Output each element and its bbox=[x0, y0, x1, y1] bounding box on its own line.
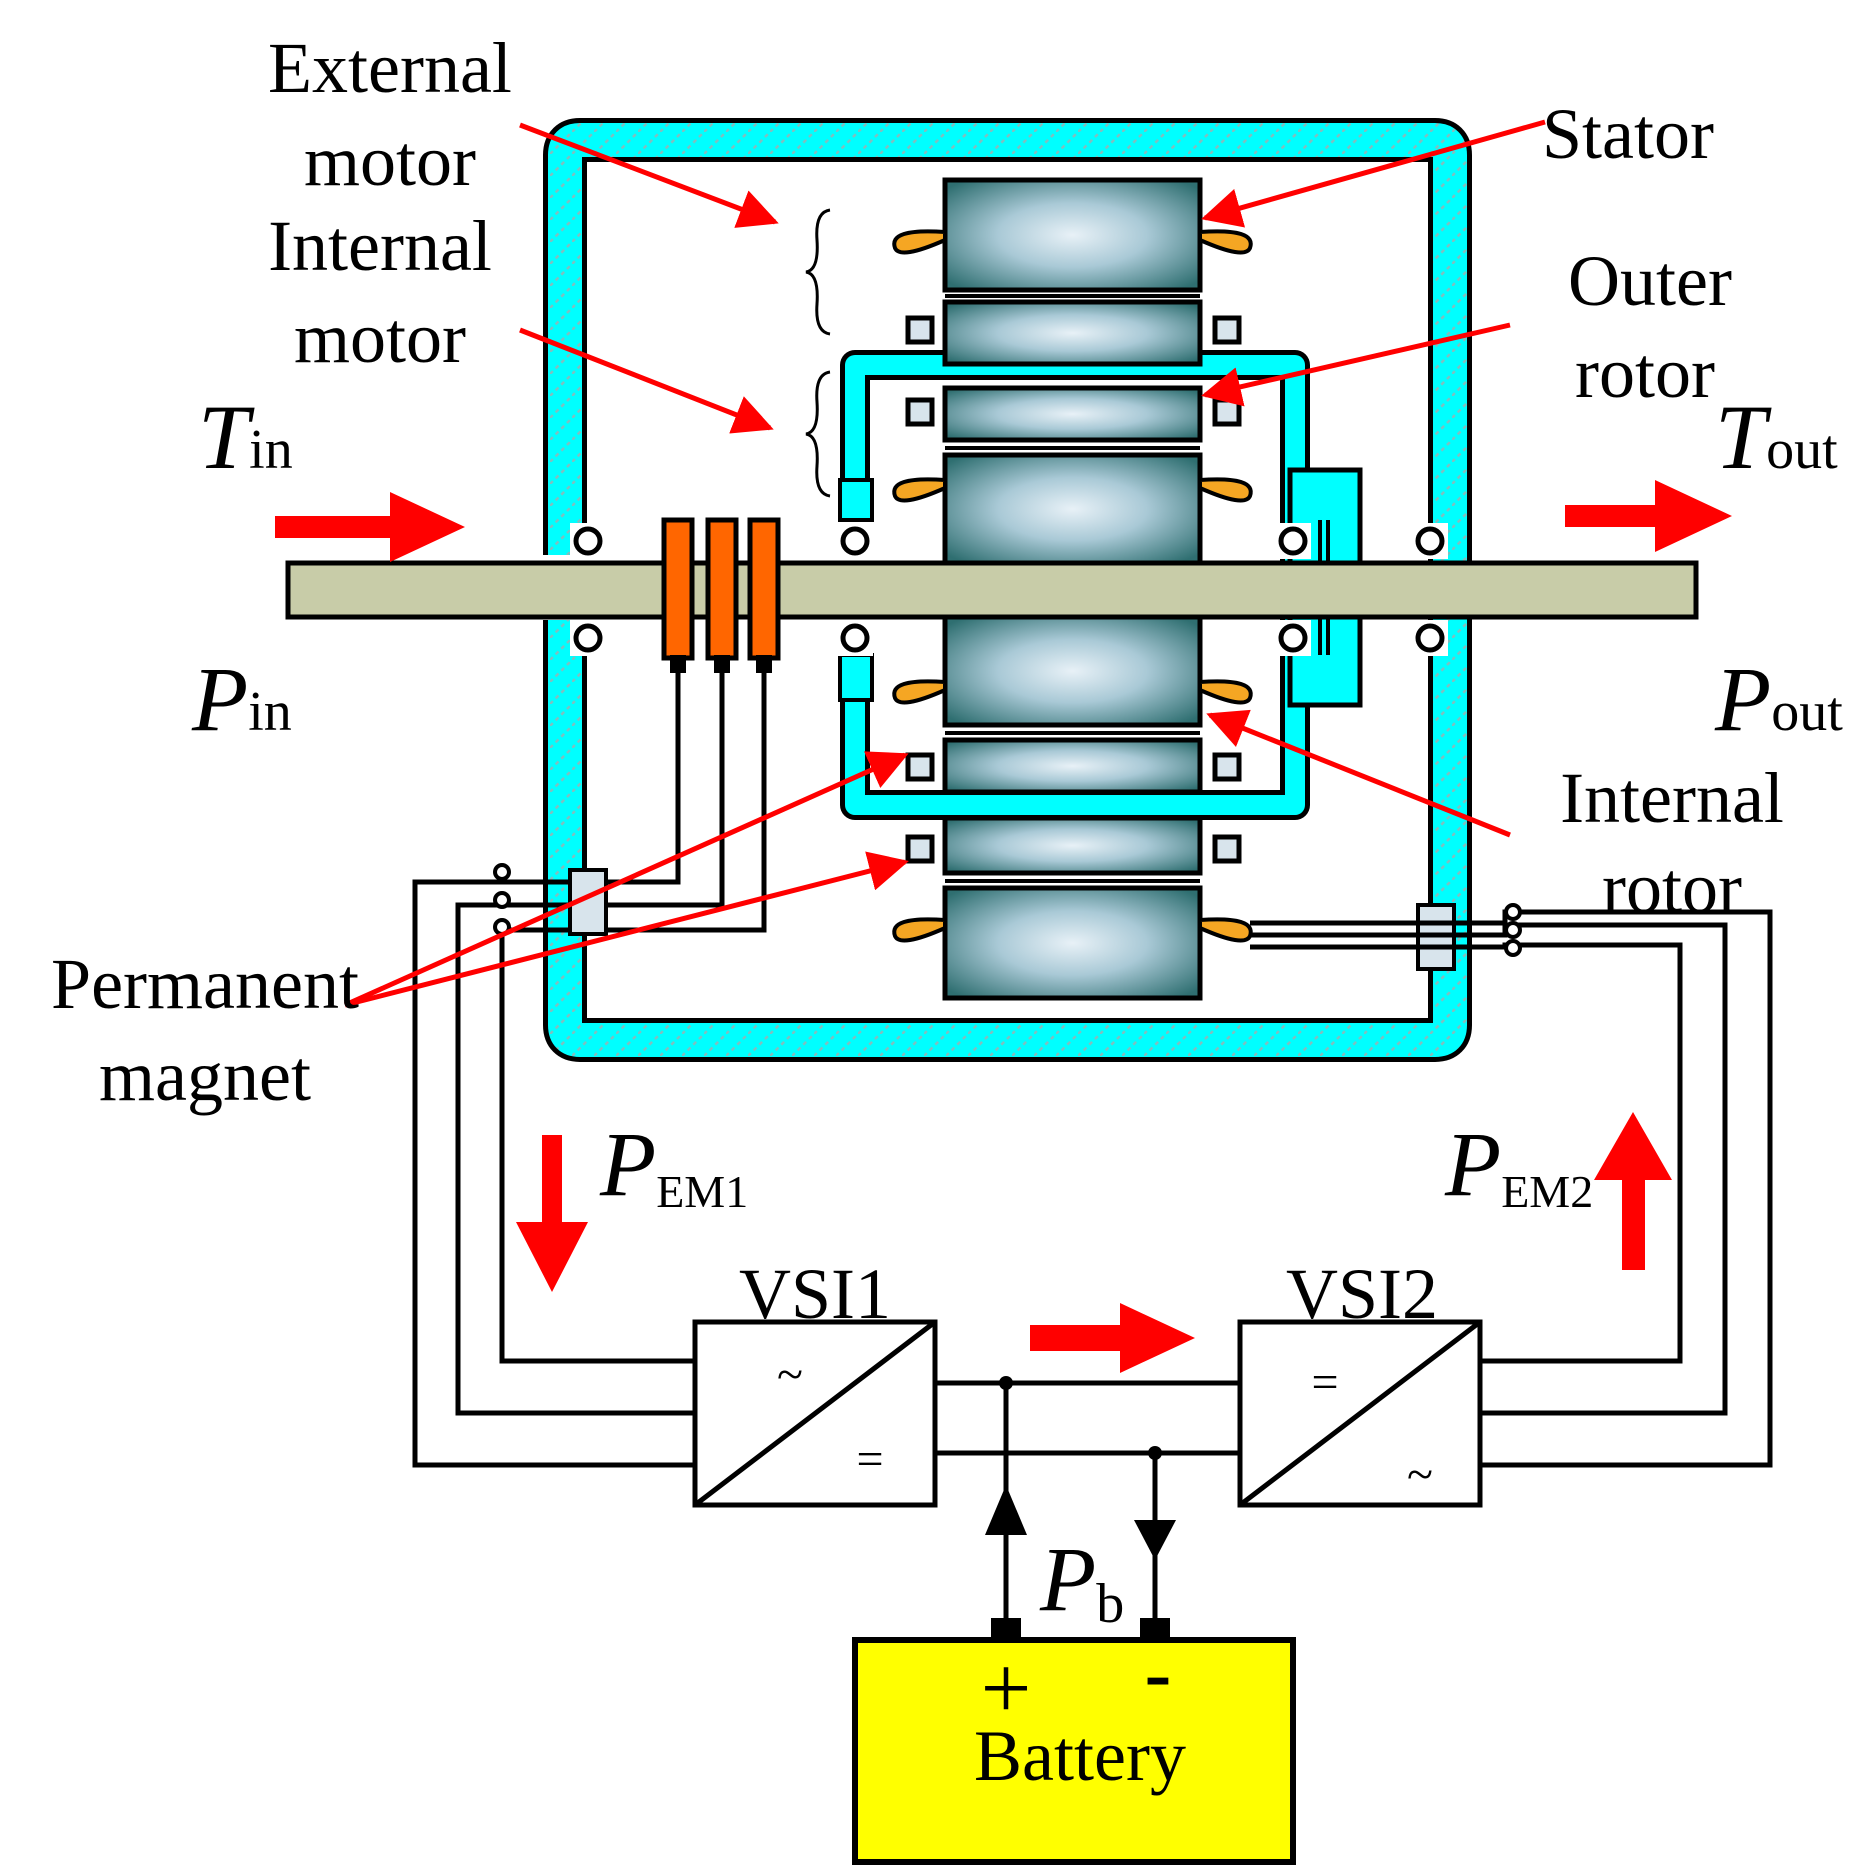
symbol-p-em2: PEM2 bbox=[1444, 1113, 1593, 1217]
stator-core-bottom bbox=[942, 885, 1203, 1001]
label-internal-motor: motor bbox=[294, 298, 466, 378]
label-internal-rotor-1: Internal bbox=[1560, 758, 1784, 838]
symbol-t-out: Tout bbox=[1715, 386, 1838, 488]
symbol-p-out: Pout bbox=[1714, 648, 1843, 750]
bearings bbox=[570, 523, 1448, 656]
battery-label: Battery bbox=[974, 1716, 1186, 1796]
braces bbox=[805, 208, 831, 498]
t-in-arrow bbox=[275, 492, 465, 562]
battery: + - Battery bbox=[852, 1630, 1296, 1865]
bearing bbox=[1275, 620, 1311, 656]
outer-rotor-core-top bbox=[942, 299, 1203, 367]
bearing bbox=[837, 620, 873, 656]
vsi2-converter: = ~ bbox=[1237, 1319, 1483, 1508]
label-permanent: Permanent bbox=[51, 944, 359, 1024]
slip-ring-brushes bbox=[661, 517, 781, 673]
winding-end bbox=[892, 917, 947, 943]
label-magnet: magnet bbox=[99, 1036, 311, 1116]
label-vsi2: VSI2 bbox=[1286, 1254, 1438, 1334]
shaft bbox=[285, 560, 1699, 620]
slip-ring bbox=[705, 517, 739, 661]
symbol-p-b: Pb bbox=[1039, 1528, 1124, 1635]
vsi1-dc-symbol: = bbox=[856, 1433, 883, 1486]
label-external: External bbox=[268, 28, 512, 108]
stator-core bbox=[942, 177, 1203, 293]
winding-end bbox=[1198, 477, 1253, 503]
symbol-p-in: Pin bbox=[191, 648, 292, 750]
slip-ring bbox=[661, 517, 695, 661]
label-internal: Internal bbox=[268, 206, 492, 286]
internal-rotor-core-top bbox=[942, 452, 1203, 566]
p-em1-arrow bbox=[516, 1135, 588, 1292]
outer-rotor-core-bottom bbox=[942, 815, 1203, 876]
battery-plus: + bbox=[981, 1639, 1032, 1738]
battery-minus: - bbox=[1145, 1630, 1172, 1718]
wiring bbox=[412, 673, 1773, 1640]
bearing bbox=[837, 523, 873, 559]
label-outer: Outer bbox=[1568, 241, 1732, 321]
winding-end bbox=[1198, 679, 1253, 705]
leader-arrows bbox=[343, 119, 1546, 1008]
label-internal-rotor-2: rotor bbox=[1602, 848, 1742, 928]
symbol-p-em1: PEM1 bbox=[599, 1113, 748, 1217]
slip-ring bbox=[747, 517, 781, 661]
bearing bbox=[570, 620, 606, 656]
bearing bbox=[1412, 620, 1448, 656]
vsi2-dc-symbol: = bbox=[1311, 1356, 1338, 1409]
outer-rotor-inner-core-bottom bbox=[942, 737, 1203, 795]
bearing bbox=[1412, 523, 1448, 559]
bearing bbox=[570, 523, 606, 559]
winding-end bbox=[1198, 229, 1253, 255]
dc-link-arrow bbox=[1030, 1303, 1195, 1373]
iron-cores bbox=[942, 177, 1203, 1001]
symbol-t-in: Tin bbox=[198, 386, 293, 488]
winding-end bbox=[892, 229, 947, 255]
vsi1-converter: ~ = bbox=[692, 1319, 938, 1508]
labels: External motor Internal motor Stator Out… bbox=[51, 28, 1784, 1334]
windings bbox=[892, 229, 1253, 943]
winding-end bbox=[892, 679, 947, 705]
vsi2-ac-symbol: ~ bbox=[1407, 1448, 1433, 1501]
t-out-arrow bbox=[1565, 480, 1732, 552]
winding-end bbox=[1198, 917, 1253, 943]
label-external-motor: motor bbox=[304, 121, 476, 201]
outer-rotor-inner-core-top bbox=[942, 385, 1203, 443]
vsi1-ac-symbol: ~ bbox=[777, 1348, 803, 1401]
label-vsi1: VSI1 bbox=[739, 1254, 891, 1334]
winding-end bbox=[892, 477, 947, 503]
quantity-symbols: Tin Tout Pin Pout PEM1 PEM2 Pb bbox=[191, 386, 1843, 1635]
bearing bbox=[1275, 523, 1311, 559]
p-em2-arrow bbox=[1594, 1112, 1672, 1270]
internal-rotor-core-bottom bbox=[942, 614, 1203, 728]
label-outer-rotor: rotor bbox=[1575, 333, 1715, 413]
label-stator: Stator bbox=[1542, 94, 1714, 174]
power-flow-arrows bbox=[275, 480, 1732, 1373]
